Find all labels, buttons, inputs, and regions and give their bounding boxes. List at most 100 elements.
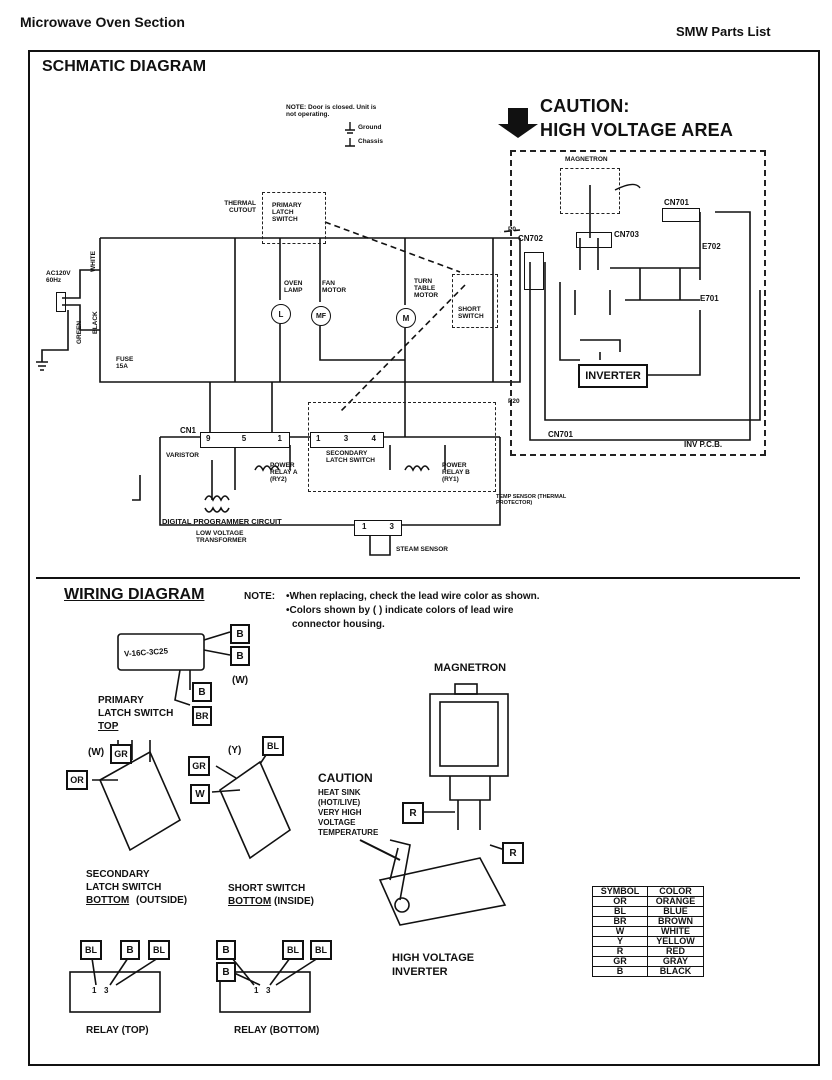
cn1-pins: 9 5 1 — [206, 434, 282, 443]
table-cell: GR — [592, 956, 648, 967]
inv-pcb-label: INV P.C.B. — [684, 440, 723, 449]
caution-line: HEAT SINK — [318, 788, 361, 797]
table-cell: BR — [592, 916, 648, 927]
magnetron-box — [560, 168, 620, 214]
tag-bl: BL — [80, 940, 102, 960]
ac-plug — [56, 292, 66, 312]
table-cell: OR — [592, 896, 648, 907]
primary-caption: LATCH SWITCH — [98, 708, 174, 719]
color-table-header-cell: COLOR — [646, 886, 705, 897]
power-relay-a-label: POWER RELAY A (RY2) — [270, 462, 298, 483]
color-table-header-cell: SYMBOL — [592, 886, 648, 897]
lamp-symbol: L — [271, 304, 291, 324]
e701-label: E701 — [700, 294, 719, 303]
wiring-note-line2: •Colors shown by ( ) indicate colors of … — [286, 605, 514, 616]
secondary-caption: BOTTOM — [86, 895, 130, 906]
table-cell: BLACK — [646, 966, 705, 977]
table-cell: B — [592, 966, 648, 977]
primary-latch-label: PRIMARY LATCH SWITCH — [272, 202, 302, 223]
low-voltage-transformer-label: LOW VOLTAGE TRANSFORMER — [196, 530, 247, 544]
cn703-connector — [576, 232, 612, 248]
secondary-latch-label: SECONDARY LATCH SWITCH — [326, 450, 375, 464]
magnetron-label: MAGNETRON — [565, 156, 608, 163]
tag-br: BR — [192, 706, 212, 726]
secondary-connector — [310, 432, 384, 448]
secondary-pins: 1 3 4 — [316, 434, 376, 443]
turn-table-motor-symbol: M — [396, 308, 416, 328]
fuse-label: FUSE 15A — [116, 356, 134, 370]
table-cell: BL — [592, 906, 648, 917]
caution-heat-text: HEAT SINK (HOT/LIVE) VERY HIGH VOLTAGE T… — [318, 788, 378, 838]
short-caption: BOTTOM — [228, 896, 272, 907]
cn1-pin: 5 — [241, 434, 247, 443]
tag-bl: BL — [282, 940, 304, 960]
fan-motor-symbol: MF — [311, 306, 331, 326]
p0-label: P0 — [508, 226, 516, 233]
relay-top-pin: 1 — [92, 986, 97, 995]
tag-bl: BL — [148, 940, 170, 960]
cn1-label: CN1 — [180, 426, 197, 435]
table-cell: YELLOW — [646, 936, 705, 947]
table-cell: BROWN — [646, 916, 705, 927]
tag-paren-w: (W) — [232, 675, 249, 686]
parts-list-label: SMW Parts List — [676, 24, 771, 39]
magnetron-wiring-label: MAGNETRON — [434, 662, 507, 674]
black-wire-label: BLACK — [92, 311, 99, 334]
short-caption: (INSIDE) — [274, 896, 314, 907]
wiring-note-line3: connector housing. — [292, 619, 385, 630]
short-switch-box — [452, 274, 498, 328]
caution-line: VOLTAGE — [318, 818, 356, 827]
cn1-pin: 1 — [277, 434, 282, 443]
schematic-title: SCHMATIC DIAGRAM — [42, 58, 207, 75]
power-relay-b-label: POWER RELAY B (RY1) — [442, 462, 470, 483]
short-switch-label: SHORT SWITCH — [458, 306, 484, 320]
fan-motor-label: FAN MOTOR — [322, 280, 347, 294]
tag-gr: GR — [188, 756, 210, 776]
steam-sensor-connector — [354, 520, 402, 536]
primary-caption: TOP — [98, 721, 119, 732]
tag-paren-w: (W) — [88, 747, 105, 758]
relay-bottom-caption: RELAY (BOTTOM) — [234, 1025, 320, 1036]
secondary-caption: LATCH SWITCH — [86, 882, 162, 893]
cn702-connector — [524, 252, 544, 290]
caution-subtitle: HIGH VOLTAGE AREA — [540, 120, 734, 140]
secondary-pin: 1 — [316, 434, 321, 443]
short-caption: SHORT SWITCH — [228, 883, 306, 894]
relay-bottom-pin: 1 — [254, 986, 259, 995]
primary-caption: PRIMARY — [98, 695, 144, 706]
steam-sensor-pins: 1 3 — [362, 522, 394, 531]
schematic-note: NOTE: Door is closed. Unit is not operat… — [286, 104, 377, 118]
relay-top-caption: RELAY (TOP) — [86, 1025, 149, 1036]
secondary-caption: SECONDARY — [86, 869, 150, 880]
tag-bl: BL — [310, 940, 332, 960]
cn703-label: CN703 — [614, 230, 639, 239]
table-cell: WHITE — [646, 926, 705, 937]
caution-arrow-icon — [498, 108, 538, 138]
tag-b: B — [230, 624, 250, 644]
secondary-caption: (OUTSIDE) — [136, 895, 188, 906]
caution-heat-title: CAUTION — [318, 771, 373, 785]
tag-paren-y: (Y) — [228, 745, 242, 756]
p20-label: P20 — [508, 398, 520, 405]
steam-pin: 3 — [389, 522, 394, 531]
tag-b: B — [230, 646, 250, 666]
relay-bottom-pin: 3 — [266, 986, 271, 995]
primary-latch-box — [262, 192, 326, 244]
tag-or: OR — [66, 770, 88, 790]
high-voltage-area — [510, 150, 766, 456]
cn701-bottom-label: CN701 — [548, 430, 573, 439]
table-cell: GRAY — [646, 956, 705, 967]
secondary-pin: 3 — [343, 434, 349, 443]
temp-sensor-label: TEMP SENSOR (THERMAL PROTECTOR) — [496, 494, 567, 506]
tag-gr: GR — [110, 744, 132, 764]
digital-programmer-label: DIGITAL PROGRAMMER CIRCUIT — [162, 517, 282, 526]
tag-w: W — [190, 784, 210, 804]
table-cell: ORANGE — [646, 896, 705, 907]
white-wire-label: WHITE — [90, 251, 97, 272]
e702-label: E702 — [702, 242, 721, 251]
